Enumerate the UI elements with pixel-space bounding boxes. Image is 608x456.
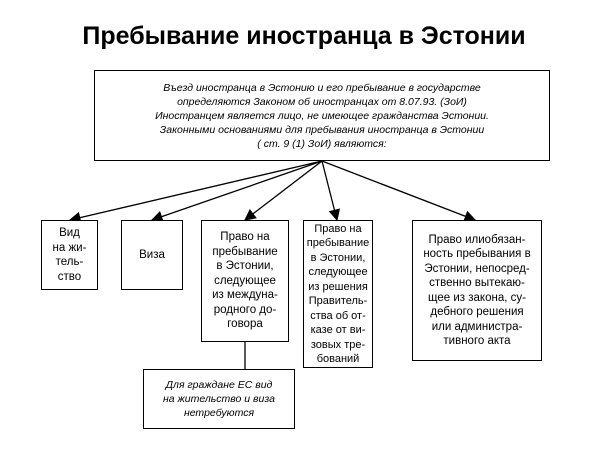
arrow-to-legal-obligation	[321, 160, 477, 222]
ground-label: Право илиобязан- ность пребывания в Эсто…	[423, 233, 531, 348]
ground-label: Виза	[139, 248, 165, 261]
intro-box: Въезд иностранца в Эстонию и его пребыва…	[94, 70, 550, 161]
ground-label: Вид на жи- тель- ство	[52, 227, 87, 283]
arrow-to-government-decision	[321, 160, 341, 222]
eu-citizens-note: Для граждане ЕС вид на жительство и виза…	[143, 369, 295, 429]
ground-label: Право на пребывание в Эстонии, следующее…	[306, 222, 370, 366]
diagram-title: Пребывание иностранца в Эстонии	[82, 22, 526, 50]
arrow-to-visa	[150, 160, 323, 223]
ground-legal-obligation: Право илиобязан- ность пребывания в Эсто…	[412, 220, 542, 361]
ground-government-decision: Право на пребывание в Эстонии, следующее…	[303, 220, 373, 368]
intro-text: Въезд иностранца в Эстонию и его пребыва…	[155, 81, 489, 150]
note-text: Для граждане ЕС вид на жительство и виза…	[163, 379, 275, 419]
ground-visa: Виза	[121, 220, 183, 290]
arrow-to-residence-permit	[68, 160, 323, 224]
arrow-to-treaty-right	[244, 160, 323, 221]
ground-label: Право на пребывание в Эстонии, следующее…	[212, 231, 278, 331]
ground-international-treaty: Право на пребывание в Эстонии, следующее…	[201, 220, 289, 342]
ground-residence-permit: Вид на жи- тель- ство	[41, 220, 98, 290]
